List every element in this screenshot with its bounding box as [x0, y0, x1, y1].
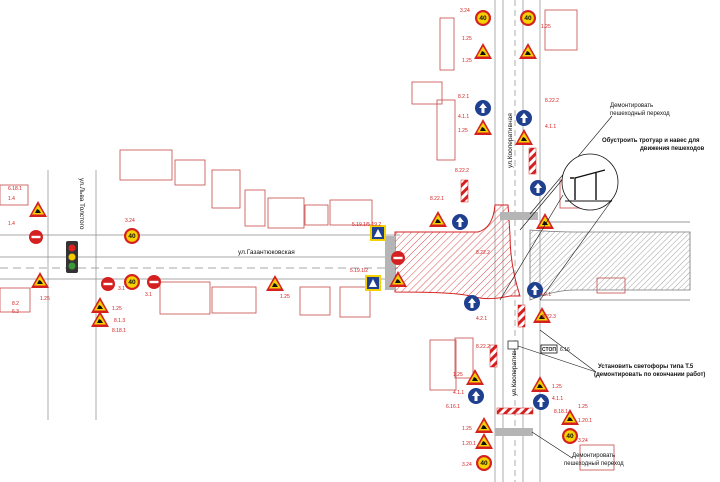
stripe-code-label: 8.22.2 — [476, 250, 490, 256]
sign-code: 1.25 — [112, 306, 122, 312]
buildings — [0, 9, 626, 471]
sign-code: 3.1 — [118, 286, 125, 292]
sign-code: 8.2.1 — [458, 94, 469, 100]
sign-code: 6.18.1 — [8, 186, 22, 192]
sign-code: 1.25 — [552, 384, 562, 390]
sign-code: 8.22.2 — [545, 98, 559, 104]
sign-code: 4.2.1 — [540, 292, 551, 298]
note-text: Установить светофоры типа Т.5 — [598, 363, 694, 370]
stop-code: 6.16 — [560, 347, 570, 353]
speed-limit-value: 40 — [479, 15, 487, 22]
sign-code: 1.25 — [462, 36, 472, 42]
sign-code: 1.25 — [462, 426, 472, 432]
sign-code: 8.18.1 — [112, 328, 126, 334]
note-text: пешеходный переход — [564, 460, 624, 467]
sign-code: 8.22.1 — [430, 196, 444, 202]
sign-code: 4.2.1 — [476, 316, 487, 322]
sign-code: 8.22.3 — [542, 314, 556, 320]
note-traffic-lights: Установить светофоры типа Т.5 (демонтиро… — [507, 329, 705, 378]
note-text: (демонтировать по окончании работ) — [594, 371, 705, 378]
note-text: Обустроить тротуар и навес для — [602, 137, 700, 144]
sign-code: 8.18.1 — [554, 409, 568, 415]
sign-code-labels: 3.24 1.25 1.25 8.2.1 4.1.1 1.25 1.25 8.2… — [8, 8, 592, 468]
sign-code: 4.1.1 — [458, 114, 469, 120]
sign-code: 5.19.1/2 — [350, 268, 368, 274]
street-north-label: ул.Кооперативная — [507, 113, 514, 168]
sign-code: 1.25 — [541, 24, 551, 30]
sign-code: 3.24 — [125, 218, 135, 224]
sign-code: 1.20.1 — [462, 441, 476, 447]
street-names: ул.Газантюковская ул.Льва Толстого ул.Ко… — [78, 113, 518, 396]
note-remove-crosswalk-south: Демонтировать пешеходный переход — [531, 431, 624, 467]
sign-code: 4.1.1 — [453, 390, 464, 396]
barriers — [460, 147, 537, 415]
sign-code: 1.25 — [40, 296, 50, 302]
sign-code: 1.4 — [8, 221, 15, 227]
sign-code: 3.24 — [578, 438, 588, 444]
sign-code: 8.2 — [12, 301, 19, 307]
crosswalk-bands — [385, 212, 538, 436]
note-text: Демонтировать — [610, 103, 653, 109]
speed-limit-value: 40 — [480, 460, 488, 467]
sign-code: 1.20.1 — [578, 418, 592, 424]
street-left-label: ул.Льва Толстого — [78, 178, 85, 230]
speed-limit-value: 40 — [566, 433, 574, 440]
sign-code: 5.19.1/5.19.2 — [352, 222, 381, 228]
note-text: пешеходный переход — [610, 110, 670, 117]
sign-code: 3.24 — [462, 462, 472, 468]
sign-code: 6.3 — [12, 309, 19, 315]
note-text: движения пешеходов — [640, 146, 705, 152]
speed-limit-labels: 40 40 40 40 40 40 — [128, 15, 574, 467]
speed-limit-value: 40 — [128, 279, 136, 286]
sign-code: 8.1.3 — [114, 318, 125, 324]
street-south-label: ул.Кооперативная — [511, 341, 518, 396]
note-sidewalk-canopy: Обустроить тротуар и навес для движения … — [499, 137, 705, 301]
sign-code: 8.22.2 — [455, 168, 469, 174]
sign-code: 4.1.1 — [552, 396, 563, 402]
sign-code: 3.24 — [460, 8, 470, 14]
speed-limit-value: 40 — [524, 15, 532, 22]
sign-code: 1.4 — [8, 196, 15, 202]
sign-code: 1.25 — [453, 372, 463, 378]
street-main-label: ул.Газантюковская — [238, 249, 295, 256]
note-text: Демонтировать — [572, 453, 615, 459]
sign-code: 3.1 — [145, 292, 152, 298]
sign-code: 1.25 — [578, 404, 588, 410]
sign-code: 1.25 — [458, 128, 468, 134]
stop-label: СТОП — [542, 347, 556, 353]
stop-plate: СТОП 6.16 — [540, 344, 570, 354]
speed-limit-value: 40 — [128, 233, 136, 240]
sign-code: 4.1.1 — [545, 124, 556, 130]
sign-code: 6.16.1 — [446, 404, 460, 410]
signs-north — [429, 10, 554, 230]
work-zone — [394, 204, 521, 300]
sign-code: 1.25 — [280, 294, 290, 300]
sign-code: 8.22.2 — [476, 344, 490, 350]
traffic-light-icon — [66, 241, 78, 273]
sign-code: 1.25 — [462, 58, 472, 64]
east-road — [529, 221, 691, 301]
